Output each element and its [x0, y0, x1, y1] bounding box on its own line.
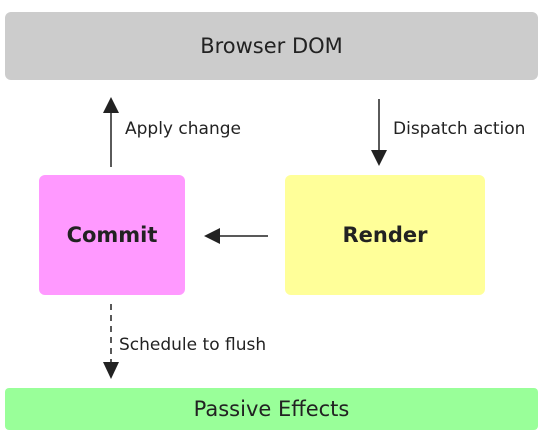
commit-label: Commit: [66, 223, 158, 247]
render-box: Render: [285, 175, 485, 295]
passive-effects-box: Passive Effects: [5, 388, 538, 430]
browser-dom-label: Browser DOM: [200, 34, 343, 58]
schedule-to-flush-label: Schedule to flush: [119, 335, 267, 355]
browser-dom-box: Browser DOM: [5, 12, 538, 80]
apply-change-label: Apply change: [125, 119, 241, 139]
arrow-schedule-to-flush: [103, 304, 119, 379]
render-label: Render: [342, 223, 428, 247]
arrow-dispatch-action: [371, 99, 387, 166]
arrow-apply-change: [103, 97, 119, 167]
dispatch-action-label: Dispatch action: [393, 119, 526, 139]
passive-effects-label: Passive Effects: [193, 397, 350, 421]
arrow-render-to-commit: [204, 228, 268, 244]
commit-box: Commit: [39, 175, 185, 295]
